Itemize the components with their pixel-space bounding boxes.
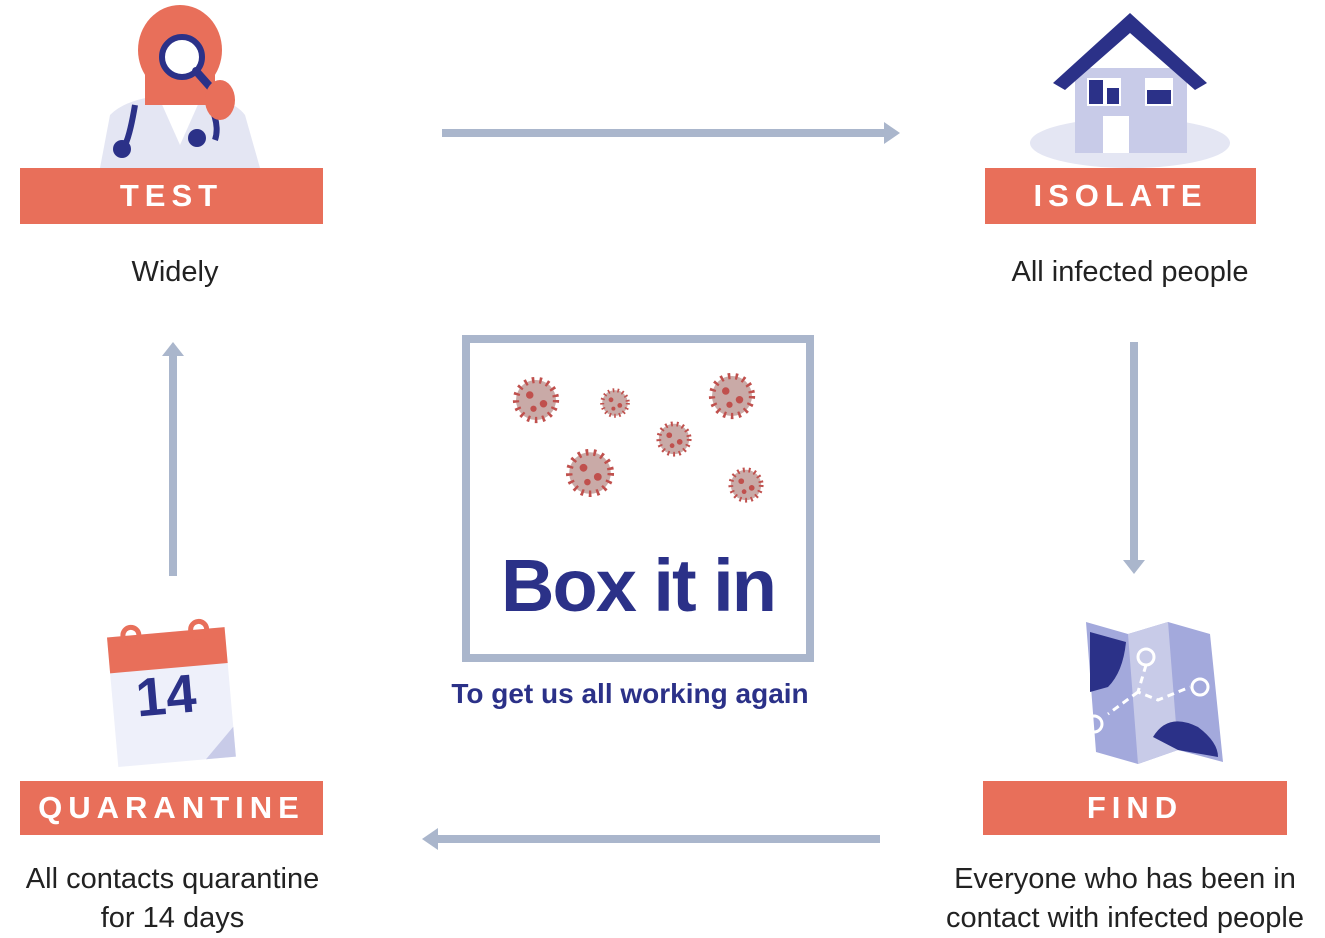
arrow-test-to-isolate bbox=[442, 122, 900, 144]
calendar-icon bbox=[106, 618, 236, 767]
arrow-find-to-quarantine bbox=[422, 828, 880, 850]
test-caption: Widely bbox=[131, 256, 219, 288]
isolate-caption: All infected people bbox=[1011, 256, 1249, 288]
find-caption-line2: contact with infected people bbox=[946, 902, 1304, 934]
quarantine-banner: QUARANTINE bbox=[20, 781, 323, 835]
box-title: Box it in bbox=[501, 544, 777, 627]
map-icon bbox=[1084, 622, 1223, 764]
box-it-in-frame: Box it in bbox=[462, 335, 814, 662]
virus-icon bbox=[470, 343, 806, 543]
isolate-banner: ISOLATE bbox=[985, 168, 1256, 224]
find-caption-line1: Everyone who has been in bbox=[954, 863, 1296, 895]
arrow-isolate-to-find bbox=[1123, 342, 1145, 574]
doctor-magnifier-icon bbox=[100, 5, 260, 168]
arrow-quarantine-to-test bbox=[162, 342, 184, 576]
find-banner: FIND bbox=[983, 781, 1287, 835]
quarantine-caption-line1: All contacts quarantine bbox=[25, 863, 320, 895]
test-banner: TEST bbox=[20, 168, 323, 224]
quarantine-caption-line2: for 14 days bbox=[100, 902, 245, 934]
quarantine-caption: All contacts quarantine for 14 days bbox=[0, 860, 345, 938]
house-icon bbox=[1030, 13, 1230, 168]
calendar-number: 14 bbox=[133, 663, 199, 729]
find-caption: Everyone who has been in contact with in… bbox=[915, 860, 1325, 938]
center-subtitle: To get us all working again bbox=[451, 678, 809, 709]
